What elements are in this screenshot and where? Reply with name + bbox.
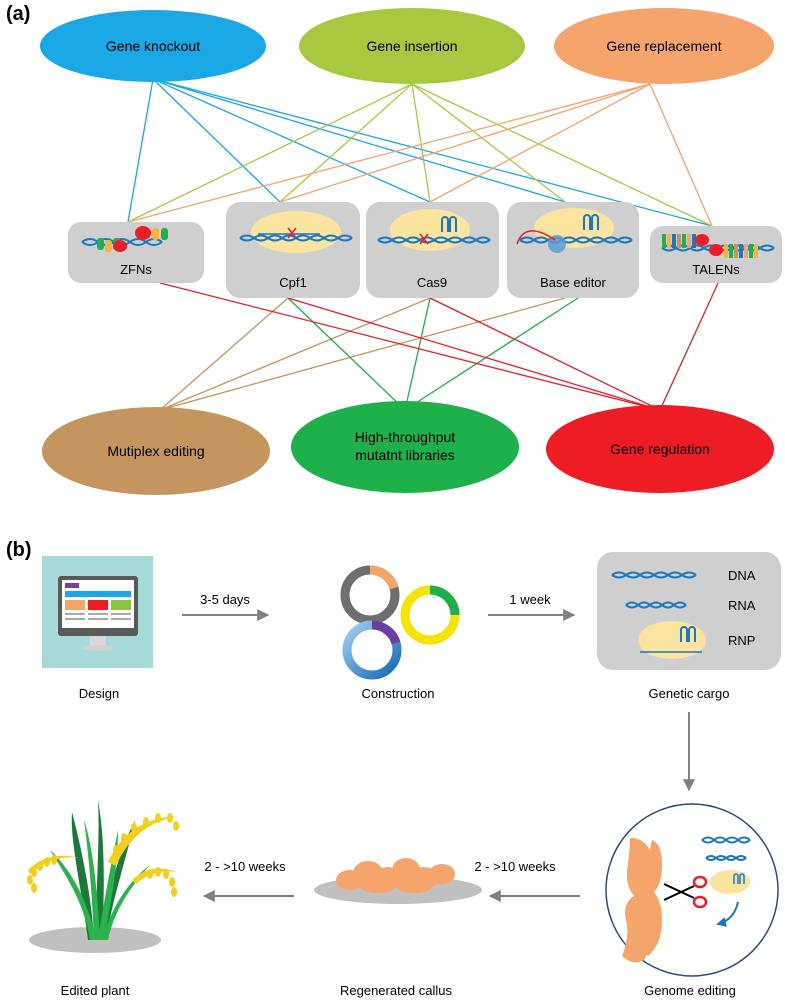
tool-talens: TALENs — [650, 226, 782, 283]
outcome-gene-regulation-ellipse — [546, 405, 774, 493]
tool-zfns: ZFNs — [68, 222, 204, 283]
outcome-high-throughput-label-2: mutatnt libraries — [355, 447, 455, 463]
genetic-cargo-box: DNA RNA RNP — [597, 552, 781, 670]
cell-rnp-icon — [710, 870, 750, 894]
application-gene-replacement-ellipse — [554, 8, 774, 84]
tool-cpf1-label: Cpf1 — [279, 275, 306, 290]
tool-talens-label: TALENs — [692, 262, 740, 277]
cell-rna-icon — [705, 855, 747, 861]
cargo-rna-label: RNA — [728, 598, 756, 613]
step-editing-label: Genome editing — [644, 983, 736, 998]
duration-editing-to-callus: 2 - >10 weeks — [474, 859, 556, 874]
application-gene-knockout-ellipse — [40, 10, 266, 82]
connection-lines — [127, 78, 719, 411]
step-callus-label: Regenerated callus — [340, 983, 453, 998]
outcome-high-throughput: High-throughput mutatnt libraries — [291, 401, 519, 493]
cpf1-protein-icon — [239, 211, 353, 253]
cell-dna-icon — [701, 836, 751, 844]
duration-callus-to-plant: 2 - >10 weeks — [204, 859, 286, 874]
edited-plant-icon — [27, 800, 179, 953]
dna-icon — [611, 571, 697, 579]
panel-b-label: (b) — [6, 539, 32, 561]
base-editor-protein-icon — [516, 208, 633, 253]
step-cargo-label: Genetic cargo — [649, 686, 730, 701]
tool-cas9-label: Cas9 — [417, 275, 447, 290]
tool-cas9: Cas9 — [366, 202, 499, 298]
duration-design-to-construction: 3-5 days — [200, 592, 250, 607]
duration-construction-to-cargo: 1 week — [509, 592, 551, 607]
application-gene-knockout-label: Gene knockout — [106, 38, 200, 54]
panel-a-label: (a) — [6, 3, 30, 25]
scissors-icon — [663, 875, 708, 909]
tool-cpf1: Cpf1 — [226, 202, 360, 298]
application-gene-insertion-ellipse — [299, 8, 525, 84]
tool-base-editor: Base editor — [507, 202, 639, 298]
outcome-gene-regulation-label: Gene regulation — [610, 441, 710, 457]
chromosome-icon — [622, 838, 662, 963]
outcome-high-throughput-label-1: High-throughput — [355, 429, 456, 445]
curved-arrow-icon — [716, 901, 739, 927]
design-computer-icon — [42, 556, 153, 668]
tool-base-editor-label: Base editor — [540, 275, 606, 290]
rnp-icon — [638, 621, 706, 659]
tool-zfns-box — [68, 222, 204, 283]
outcome-high-throughput-ellipse — [291, 401, 519, 493]
outcome-multiplex-editing: Mutiplex editing — [42, 407, 270, 495]
cargo-rnp-label: RNP — [728, 633, 755, 648]
outcome-multiplex-editing-label: Mutiplex editing — [107, 443, 204, 459]
step-plant-label: Edited plant — [61, 983, 130, 998]
construction-plasmids-icon — [340, 565, 460, 680]
rna-icon — [625, 601, 687, 609]
application-gene-insertion-label: Gene insertion — [366, 38, 457, 54]
cas9-protein-icon — [377, 209, 491, 251]
zfn-protein-icon — [81, 226, 168, 252]
step-construction-label: Construction — [362, 686, 435, 701]
step-design-label: Design — [79, 686, 119, 701]
tool-zfns-label: ZFNs — [120, 262, 152, 277]
outcome-gene-regulation: Gene regulation — [546, 405, 774, 493]
callus-dish-icon — [314, 858, 482, 904]
application-gene-knockout: Gene knockout — [40, 10, 266, 82]
application-gene-insertion: Gene insertion — [299, 8, 525, 84]
application-gene-replacement: Gene replacement — [554, 8, 774, 84]
application-gene-replacement-label: Gene replacement — [606, 38, 721, 54]
cargo-dna-label: DNA — [728, 568, 756, 583]
outcome-multiplex-editing-ellipse — [42, 407, 270, 495]
genome-editing-cell — [605, 803, 779, 977]
talen-protein-icon — [661, 234, 775, 258]
